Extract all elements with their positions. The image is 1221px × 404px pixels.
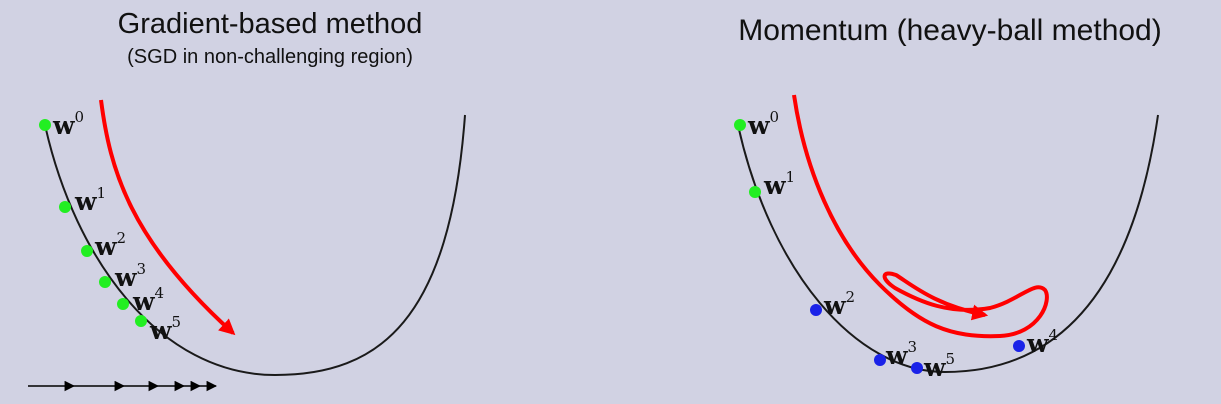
left-label-w4: w4 — [132, 284, 164, 316]
right-label-w0: w0 — [747, 108, 779, 140]
right-momentum-trajectory-arrow — [792, 94, 1049, 339]
left-iterate-points — [39, 119, 147, 327]
left-panel-subtitle: (SGD in non-challenging region) — [127, 46, 413, 68]
left-gradient-trajectory-arrow — [99, 99, 236, 336]
right-label-w3: w3 — [885, 338, 917, 370]
right-iterate-points — [734, 119, 1025, 374]
right-label-w5: w5 — [923, 350, 955, 382]
right-label-w2: w2 — [823, 288, 855, 320]
left-point-w0 — [39, 119, 51, 131]
left-label-w1: w1 — [74, 184, 106, 216]
left-iterate-labels: w0 w1 w2 w3 w4 w5 — [52, 108, 181, 345]
right-label-w1: w1 — [763, 168, 795, 200]
left-label-w3: w3 — [114, 260, 146, 292]
right-point-w5 — [911, 362, 923, 374]
right-point-w0 — [734, 119, 746, 131]
right-panel-title: Momentum (heavy-ball method) — [738, 14, 1162, 47]
right-point-w4 — [1013, 340, 1025, 352]
left-point-w1 — [59, 201, 71, 213]
right-point-w1 — [749, 186, 761, 198]
left-point-w4 — [117, 298, 129, 310]
right-label-w4: w4 — [1026, 326, 1058, 358]
left-label-w0: w0 — [52, 108, 84, 140]
right-point-w3 — [874, 354, 886, 366]
left-label-w2: w2 — [94, 229, 126, 261]
left-point-w5 — [135, 315, 147, 327]
right-point-w2 — [810, 304, 822, 316]
left-loss-curve — [44, 114, 466, 377]
left-point-w3 — [99, 276, 111, 288]
left-panel-title: Gradient-based method — [117, 8, 423, 40]
right-iterate-labels: w0 w1 w2 w3 w5 w4 — [747, 108, 1058, 382]
left-point-w2 — [81, 245, 93, 257]
left-label-w5: w5 — [149, 313, 181, 345]
right-loss-curve — [737, 114, 1159, 374]
